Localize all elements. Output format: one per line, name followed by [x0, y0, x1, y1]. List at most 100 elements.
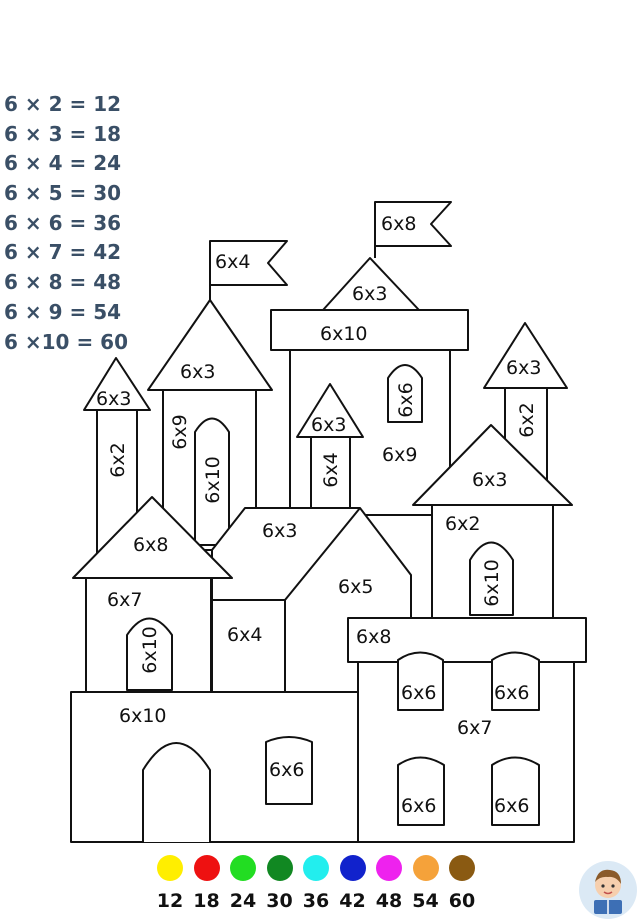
label-keep-wall: 6x9 [382, 444, 417, 466]
right-flag-shape[interactable] [374, 201, 452, 247]
table-result: 24 [93, 151, 122, 176]
table-equals: = [69, 92, 87, 116]
table-equals: = [69, 151, 87, 176]
base-wall-shape[interactable] [70, 691, 359, 843]
base-window-shape[interactable] [265, 736, 313, 805]
color-key-value: 12 [156, 890, 184, 912]
right-window-br-shape[interactable] [491, 756, 540, 826]
label-right-window-br: 6x6 [494, 795, 529, 817]
label-right-window-bl: 6x6 [401, 795, 436, 817]
mid-spire-roof-shape[interactable] [296, 383, 364, 438]
left-house-roof-shape[interactable] [72, 496, 233, 579]
table-row: 6 ×10 = 60 [4, 328, 128, 358]
table-row: 6 × 9 = 54 [4, 298, 128, 328]
label-right-band: 6x8 [356, 626, 391, 648]
table-expr: 6 × 3 [4, 121, 63, 146]
table-row: 6 × 6 = 36 [4, 209, 128, 239]
table-expr: 6 × 9 [4, 299, 63, 324]
label-tall-tower-side: 6x9 [169, 414, 191, 449]
label-right-tower-shaft: 6x2 [516, 402, 538, 437]
label-center-house-wall: 6x5 [338, 576, 373, 598]
keep-window-shape[interactable] [387, 364, 423, 423]
label-left-house-window: 6x10 [139, 626, 161, 674]
castle-drawing: 6x4 6x8 6x3 6x10 6x9 6x6 6x3 6x9 6x10 6x… [70, 201, 587, 843]
right-tower-roof-shape[interactable] [483, 322, 568, 389]
color-swatch [412, 855, 439, 881]
reading-child-avatar-icon [579, 861, 637, 919]
label-center-roof: 6x3 [262, 520, 297, 542]
tall-tower-window-shape[interactable] [194, 417, 230, 546]
keep-roof-shape[interactable] [322, 257, 420, 311]
color-key-value: 54 [412, 890, 439, 912]
label-keep-window: 6x6 [395, 382, 417, 417]
label-flag-left: 6x4 [215, 251, 250, 273]
tall-tower-roof-shape[interactable] [147, 299, 273, 391]
base-door-shape[interactable] [142, 742, 211, 842]
label-flag-right: 6x8 [381, 213, 416, 235]
label-right-house-wall: 6x2 [445, 513, 480, 535]
label-left-house-roof: 6x8 [133, 534, 168, 556]
table-expr: 6 ×10 [4, 329, 70, 354]
table-expr: 6 × 2 [4, 92, 63, 116]
table-result: 48 [93, 270, 122, 295]
label-right-window-tl: 6x6 [401, 682, 436, 704]
color-key-value: 18 [193, 890, 220, 912]
right-base-shape[interactable] [357, 661, 575, 843]
table-equals: = [76, 329, 94, 354]
label-base-wall: 6x10 [119, 705, 167, 727]
table-equals: = [69, 121, 87, 146]
label-keep-roof: 6x3 [352, 283, 387, 305]
table-equals: = [69, 210, 87, 235]
label-tall-tower-roof: 6x3 [180, 361, 215, 383]
table-result: 42 [93, 240, 122, 265]
table-expr: 6 × 7 [4, 240, 63, 265]
table-expr: 6 × 8 [4, 270, 63, 295]
color-key-value: 36 [302, 890, 330, 912]
right-house-roof-shape[interactable] [412, 424, 573, 506]
table-equals: = [69, 240, 87, 265]
right-band-shape[interactable] [347, 617, 587, 663]
left-house-window-shape[interactable] [126, 617, 173, 691]
label-right-house-window: 6x10 [481, 559, 503, 607]
label-link-wall: 6x4 [227, 624, 262, 646]
color-swatch [303, 855, 329, 881]
label-mid-spire-shaft: 6x4 [320, 452, 342, 487]
label-right-house-roof: 6x3 [472, 469, 507, 491]
keep-band-shape[interactable] [270, 309, 469, 351]
color-swatch [339, 855, 366, 881]
right-window-tr-shape[interactable] [491, 651, 540, 711]
table-result: 18 [93, 121, 122, 146]
table-row: 6 × 3 = 18 [4, 120, 128, 150]
label-mid-spire-roof: 6x3 [311, 414, 346, 436]
table-result: 60 [100, 329, 129, 354]
table-result: 54 [93, 299, 122, 324]
table-expr: 6 × 6 [4, 210, 63, 235]
label-right-tower-roof: 6x3 [506, 357, 541, 379]
label-left-tower-roof: 6x3 [96, 388, 131, 410]
right-window-bl-shape[interactable] [397, 756, 445, 826]
table-expr: 6 × 5 [4, 181, 63, 206]
left-tower-roof-shape[interactable] [83, 357, 151, 411]
table-row: 6 × 4 = 24 [4, 149, 128, 179]
table-row: 6 × 5 = 30 [4, 179, 128, 209]
table-result: 30 [93, 181, 122, 206]
color-key-value: 24 [229, 890, 257, 912]
color-key-value: 60 [448, 890, 476, 912]
right-house-window-shape[interactable] [469, 541, 514, 616]
right-window-tl-shape[interactable] [397, 651, 444, 711]
table-result: 36 [93, 210, 122, 235]
color-key-value: 48 [375, 890, 403, 912]
color-swatch [449, 855, 475, 881]
color-swatch [376, 855, 402, 881]
label-left-house-wall: 6x7 [107, 589, 142, 611]
label-left-tower-shaft: 6x2 [107, 442, 129, 477]
table-result: 12 [93, 92, 122, 116]
table-row: 6 × 8 = 48 [4, 268, 128, 298]
label-base-window: 6x6 [269, 759, 304, 781]
label-right-window-tr: 6x6 [494, 682, 529, 704]
times-table: 6 × 2 = 12 6 × 3 = 18 6 × 4 = 24 6 × 5 =… [4, 90, 128, 357]
left-flag-shape[interactable] [209, 240, 288, 286]
table-row: 6 × 2 = 12 [4, 90, 128, 120]
color-key-value: 30 [266, 890, 293, 912]
